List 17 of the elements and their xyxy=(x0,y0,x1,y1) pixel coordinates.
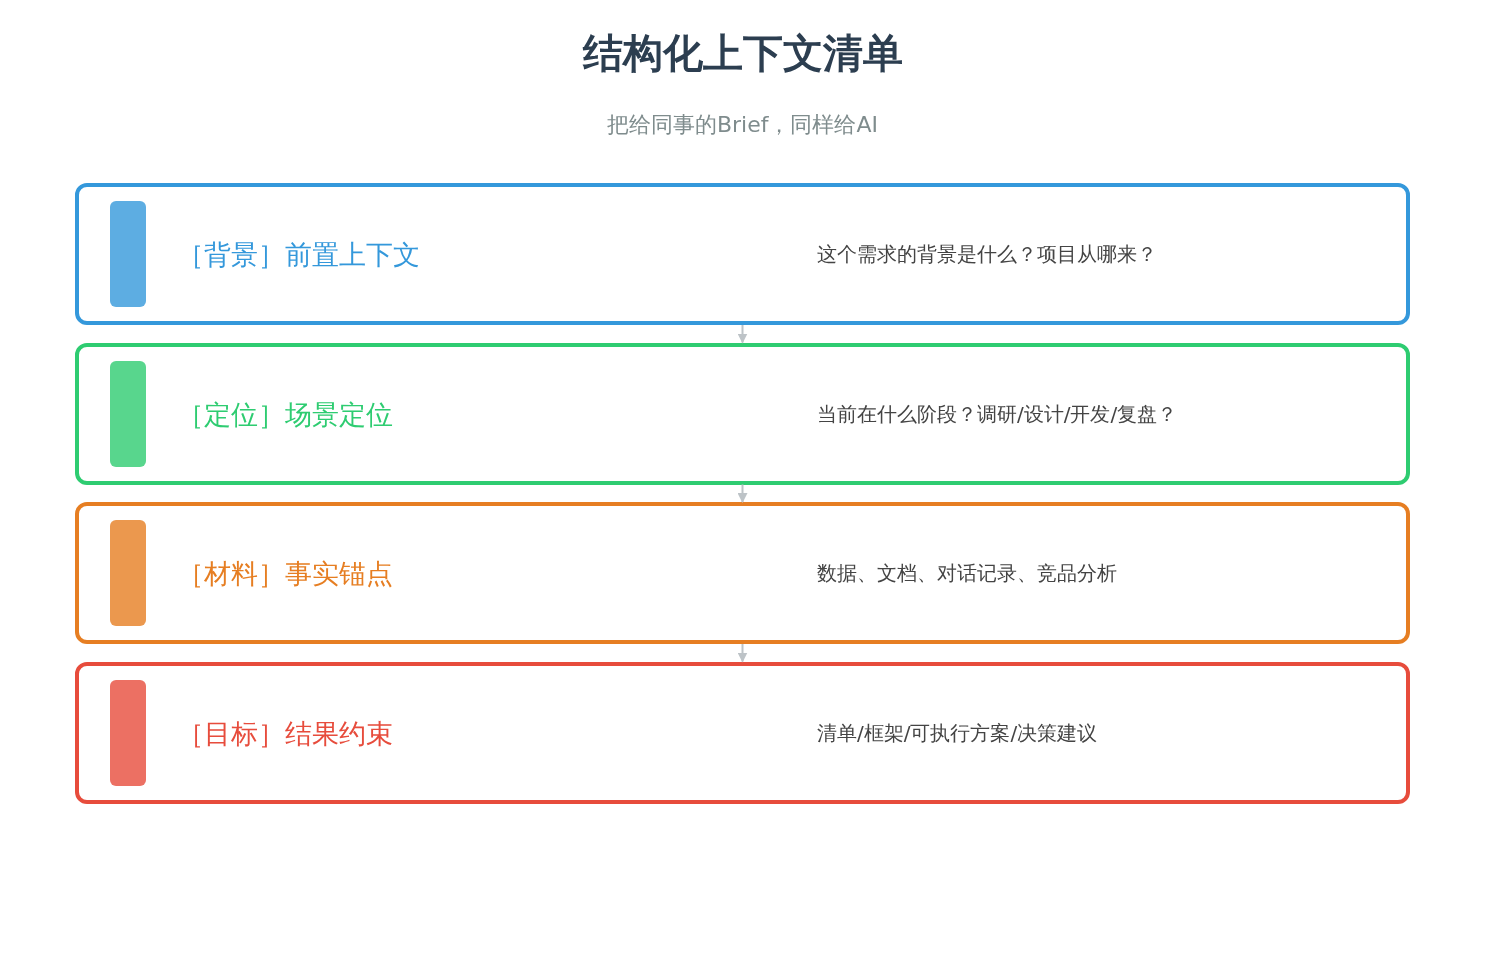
step-heading: ［目标］结果约束 xyxy=(177,716,393,751)
step-card xyxy=(75,342,1410,485)
step-description: 清单/框架/可执行方案/决策建议 xyxy=(817,719,1098,747)
step-card xyxy=(75,183,1410,325)
step-card xyxy=(75,661,1410,804)
step-heading: ［材料］事实锚点 xyxy=(177,557,393,591)
step-card xyxy=(75,502,1410,644)
step-heading: ［定位］场景定位 xyxy=(177,397,393,432)
step-heading: ［背景］前置上下文 xyxy=(177,238,420,272)
step-description: 这个需求的背景是什么？项目从哪来？ xyxy=(817,241,1157,268)
step-description: 数据、文档、对话记录、竞品分析 xyxy=(817,560,1117,587)
arrow xyxy=(737,324,748,344)
arrow xyxy=(737,643,748,663)
step-description: 当前在什么阶段？调研/设计/开发/复盘？ xyxy=(817,400,1178,428)
title: 结构化上下文清单 xyxy=(581,29,904,78)
arrow xyxy=(737,483,748,503)
subtitle: 把给同事的Brief，同样给AI xyxy=(605,111,880,139)
